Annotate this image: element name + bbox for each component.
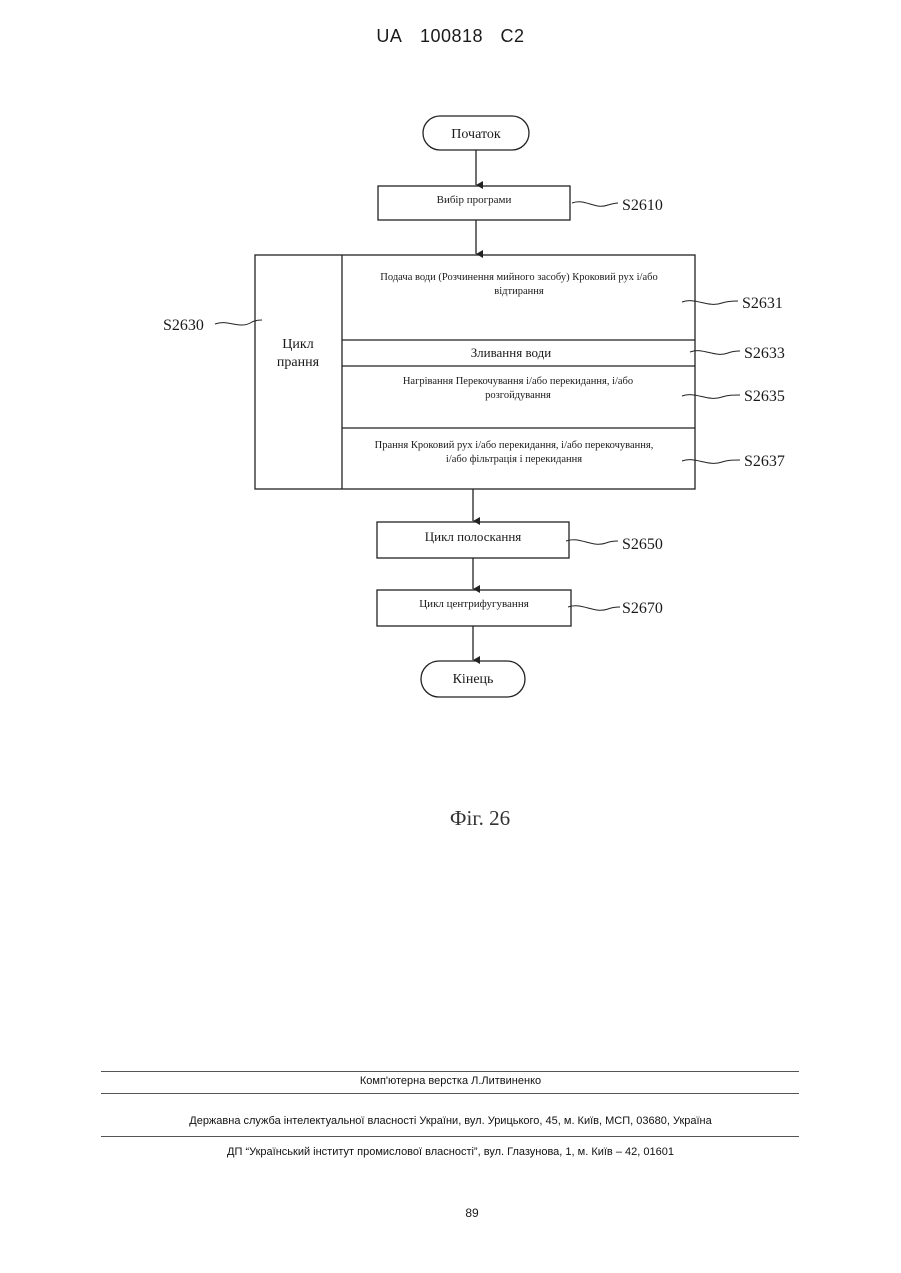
footer-layout: Комп'ютерна верстка Л.Литвиненко xyxy=(0,1075,901,1087)
wash-cycle-label-line2: прання xyxy=(277,355,320,370)
step2-ref: S2633 xyxy=(744,345,785,362)
step4-line2: і/або фільтрація і перекидання xyxy=(446,454,582,465)
footer-rule-1 xyxy=(101,1071,799,1072)
leader-s2670 xyxy=(568,606,620,610)
spin-ref: S2670 xyxy=(622,600,663,617)
wash-cycle-label-line1: Цикл xyxy=(282,337,313,352)
wash-cycle-ref: S2630 xyxy=(163,317,204,334)
footer-rule-2 xyxy=(101,1093,799,1094)
leader-s2635 xyxy=(682,395,740,399)
rinse-label: Цикл полоскання xyxy=(425,529,522,544)
figure-caption: Фіг. 26 xyxy=(0,806,901,831)
leader-s2610 xyxy=(572,202,618,206)
select-program-ref: S2610 xyxy=(622,197,663,214)
start-label: Початок xyxy=(451,127,501,142)
leader-s2633 xyxy=(690,351,740,355)
step1-ref: S2631 xyxy=(742,295,783,312)
step4-ref: S2637 xyxy=(744,453,785,470)
page-number: 89 xyxy=(0,1206,901,1220)
spin-label: Цикл центрифугування xyxy=(419,598,529,610)
step3-ref: S2635 xyxy=(744,388,785,405)
step1-line1: Подача води (Розчинення мийного засобу) … xyxy=(380,272,657,283)
rinse-ref: S2650 xyxy=(622,536,663,553)
leader-s2637 xyxy=(682,460,740,464)
flowchart: Початок Вибір програми S2610 Цикл прання… xyxy=(0,0,901,800)
select-program-label: Вибір програми xyxy=(437,194,512,206)
step3-line1: Нагрівання Перекочування і/або перекидан… xyxy=(403,376,633,387)
step2-line1: Зливання води xyxy=(471,345,551,360)
step3-line2: розгойдування xyxy=(485,390,551,401)
step4-line1: Прання Кроковий рух і/або перекидання, і… xyxy=(375,440,654,451)
leader-s2631 xyxy=(682,301,738,305)
end-label: Кінець xyxy=(453,672,494,687)
leader-s2650 xyxy=(566,540,618,544)
step1-line2: відтирання xyxy=(494,286,544,297)
footer-institute: ДП “Український інститут промислової вла… xyxy=(0,1146,901,1158)
footer-rule-3 xyxy=(101,1136,799,1137)
footer-agency: Державна служба інтелектуальної власност… xyxy=(0,1115,901,1127)
